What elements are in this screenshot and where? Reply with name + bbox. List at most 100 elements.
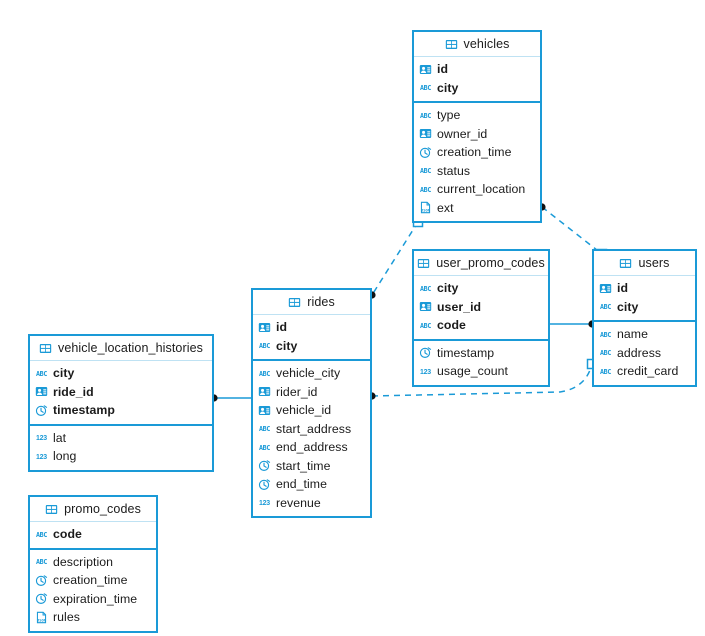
svg-text:ABC: ABC <box>600 331 611 339</box>
column-row: creation_time <box>30 571 156 590</box>
column-name: ride_id <box>53 384 94 399</box>
column-name: owner_id <box>437 126 488 141</box>
column-name: type <box>437 108 461 123</box>
column-row: ABC code <box>414 316 548 335</box>
table-icon <box>417 257 430 270</box>
column-name: description <box>53 554 114 569</box>
clock-icon <box>35 574 48 587</box>
column-row: id <box>594 279 695 298</box>
column-name: credit_card <box>617 364 679 379</box>
column-name: timestamp <box>53 403 115 418</box>
table-title: vehicle_location_histories <box>57 341 204 355</box>
column-name: status <box>437 163 471 178</box>
column-row: ABC current_location <box>414 180 540 199</box>
column-name: end_address <box>276 440 348 455</box>
column-row: ABC end_address <box>253 438 370 457</box>
clock-icon <box>258 459 271 472</box>
svg-text:ABC: ABC <box>36 531 47 539</box>
table-title: rides <box>307 295 335 309</box>
abc-icon: ABC <box>599 346 612 359</box>
id-card-icon <box>35 385 48 398</box>
column-name: city <box>53 366 75 381</box>
abc-icon: ABC <box>599 300 612 313</box>
svg-text:JSON: JSON <box>37 618 47 622</box>
column-row: ABC description <box>30 553 156 572</box>
column-name: rules <box>53 610 80 625</box>
column-name: lat <box>53 430 67 445</box>
svg-text:ABC: ABC <box>259 342 270 350</box>
abc-icon: ABC <box>419 319 432 332</box>
svg-text:ABC: ABC <box>36 558 47 566</box>
svg-text:ABC: ABC <box>420 84 431 92</box>
column-name: long <box>53 449 77 464</box>
column-name: code <box>437 318 466 333</box>
svg-text:ABC: ABC <box>259 444 270 452</box>
column-name: revenue <box>276 495 321 510</box>
svg-text:ABC: ABC <box>420 167 431 175</box>
column-name: start_time <box>276 458 331 473</box>
column-row: ABC vehicle_city <box>253 364 370 383</box>
abc-icon: ABC <box>35 555 48 568</box>
id-card-icon <box>599 282 612 295</box>
json-icon: JSON <box>419 201 432 214</box>
table-icon <box>39 342 52 355</box>
column-name: city <box>617 299 639 314</box>
abc-icon: ABC <box>419 183 432 196</box>
svg-text:ABC: ABC <box>259 370 270 378</box>
id-card-icon <box>419 63 432 76</box>
123-icon: 123 <box>35 450 48 463</box>
column-name: creation_time <box>53 573 128 588</box>
column-name: id <box>437 62 449 77</box>
column-row: 123 long <box>30 447 212 466</box>
table-header: users <box>594 251 695 276</box>
svg-text:ABC: ABC <box>600 368 611 376</box>
column-row: rider_id <box>253 383 370 402</box>
column-name: vehicle_city <box>276 366 341 381</box>
abc-icon: ABC <box>258 367 271 380</box>
column-name: current_location <box>437 182 526 197</box>
123-icon: 123 <box>35 431 48 444</box>
table-icon <box>45 503 58 516</box>
column-row: start_time <box>253 457 370 476</box>
column-row: owner_id <box>414 125 540 144</box>
column-name: id <box>617 281 629 296</box>
column-section: ABC description creation_time expiration_ti… <box>30 550 156 631</box>
table-icon <box>445 38 458 51</box>
column-row: 123 lat <box>30 429 212 448</box>
abc-icon: ABC <box>258 339 271 352</box>
column-name: vehicle_id <box>276 403 332 418</box>
table-title: promo_codes <box>64 502 141 516</box>
relationship-rel-users-user-promo-codes <box>550 320 596 328</box>
primary-key-section: ABC code <box>30 522 156 550</box>
column-row: JSON rules <box>30 608 156 627</box>
column-name: expiration_time <box>53 591 138 606</box>
123-icon: 123 <box>419 365 432 378</box>
abc-icon: ABC <box>599 365 612 378</box>
column-row: ABC code <box>30 525 156 544</box>
column-name: code <box>53 527 82 542</box>
abc-icon: ABC <box>258 422 271 435</box>
column-name: end_time <box>276 477 327 492</box>
column-row: timestamp <box>30 401 212 420</box>
clock-icon <box>419 146 432 159</box>
relationship-rel-vehicle-location-histories-rides <box>210 394 251 402</box>
column-row: ride_id <box>30 383 212 402</box>
table-header: vehicles <box>414 32 540 57</box>
id-card-icon <box>258 321 271 334</box>
